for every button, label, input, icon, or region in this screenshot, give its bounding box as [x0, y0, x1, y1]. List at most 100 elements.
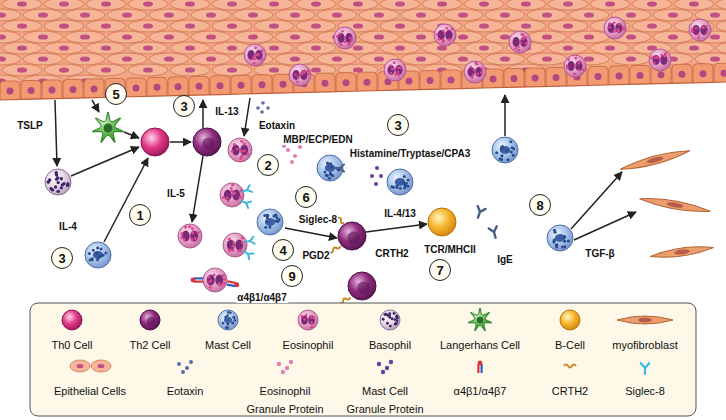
illustration-part: [393, 312, 396, 315]
illustration-part: [332, 56, 342, 61]
arrow: [71, 147, 139, 176]
illustration-part: [347, 231, 360, 244]
illustration-part: [359, 9, 399, 21]
illustration-part: [301, 316, 308, 325]
illustration-part: [180, 236, 183, 239]
illustration-part: [328, 177, 331, 180]
illustration-part: [99, 254, 102, 257]
eosinophil: [334, 27, 356, 49]
illustration-part: [240, 198, 251, 208]
illustration-part: [396, 316, 399, 319]
illustration-part: [332, 12, 342, 17]
illustration-part: [510, 151, 513, 154]
illustration-part: [285, 366, 289, 370]
eosinophil: [244, 44, 266, 66]
th2-cell: [348, 272, 376, 300]
illustration-part: [310, 317, 313, 320]
illustration-part: [401, 53, 441, 65]
label-wrap: CRTH2: [374, 243, 409, 261]
illustration-part: [343, 79, 350, 86]
illustration-part: [122, 34, 132, 39]
illustration-part: [697, 33, 700, 36]
illustration-part: [693, 25, 700, 35]
illustration-part: [222, 196, 225, 199]
siglec-icon: [641, 363, 649, 374]
illustration-part: [427, 77, 434, 84]
siglec-receptor: [242, 248, 253, 259]
mast-cell: [85, 242, 111, 268]
illustration-part: [389, 325, 392, 328]
illustration-part: [555, 246, 558, 249]
illustration-part: [721, 70, 726, 77]
illustration-part: [646, 155, 664, 164]
ige-antibody: [489, 226, 500, 239]
ige-receptor: [335, 165, 344, 172]
illustration-part: [626, 34, 636, 39]
illustration-part: [389, 64, 392, 67]
legend-item: Mast Cell: [183, 335, 273, 353]
illustration-part: [226, 322, 229, 325]
illustration-part: [641, 363, 649, 374]
illustration-part: [266, 106, 270, 110]
illustration-part: [323, 170, 326, 173]
b-cell: [560, 310, 580, 330]
illustration-part: [650, 57, 653, 60]
integrin-receptor: [227, 281, 240, 288]
eosinophil: [649, 49, 671, 71]
illustration-part: [203, 268, 227, 292]
illustration-part: [0, 12, 6, 17]
illustration-part: [716, 20, 726, 32]
illustration-part: [512, 154, 515, 157]
illustration-part: [548, 42, 588, 54]
illustration-part: [396, 316, 399, 319]
illustration-part: [464, 0, 504, 10]
illustration-part: [224, 190, 232, 201]
illustration-part: [476, 72, 479, 75]
illustration-part: [647, 1, 657, 6]
illustration-part: [308, 73, 311, 76]
illustration-part: [307, 70, 310, 73]
integrin-receptor: [191, 278, 203, 283]
illustration-part: [334, 27, 356, 49]
illustration-part: [226, 326, 229, 329]
illustration-part: [396, 186, 399, 189]
illustration-part: [243, 143, 246, 146]
illustration-part: [290, 34, 300, 39]
illustration-part: [170, 0, 210, 10]
illustration-part: [213, 273, 216, 276]
mast-granule-dots: [370, 166, 383, 186]
illustration-part: [527, 53, 567, 65]
illustration-part: [501, 145, 504, 148]
illustration-part: [265, 218, 275, 226]
illustration-part: [44, 42, 84, 54]
illustration-part: [281, 370, 285, 374]
illustration-part: [674, 0, 714, 10]
illustration-part: [269, 67, 279, 72]
illustration-part: [231, 150, 234, 153]
illustration-part: [691, 29, 694, 32]
illustration-part: [164, 34, 174, 39]
illustration-part: [517, 49, 520, 52]
illustration-part: [317, 9, 357, 21]
callout-circle: 7: [429, 259, 451, 281]
illustration-part: [7, 88, 14, 95]
illustration-part: [357, 281, 370, 294]
myofibroblast: [619, 147, 691, 173]
illustration-part: [527, 31, 567, 43]
illustration-part: [674, 249, 690, 256]
illustration-part: [122, 56, 132, 61]
illustration-part: [626, 56, 636, 61]
arrow: [574, 212, 636, 240]
illustration-part: [233, 319, 236, 322]
illustration-part: [149, 9, 189, 21]
illustration-part: [102, 254, 105, 257]
illustration-part: [626, 12, 636, 17]
illustration-part: [618, 23, 621, 26]
illustration-part: [296, 42, 336, 54]
illustration-part: [49, 86, 56, 93]
illustration-part: [218, 282, 221, 285]
illustration-part: [30, 303, 696, 416]
ige-antibody: [474, 206, 486, 219]
illustration-part: [185, 1, 195, 6]
illustration-part: [96, 258, 99, 261]
